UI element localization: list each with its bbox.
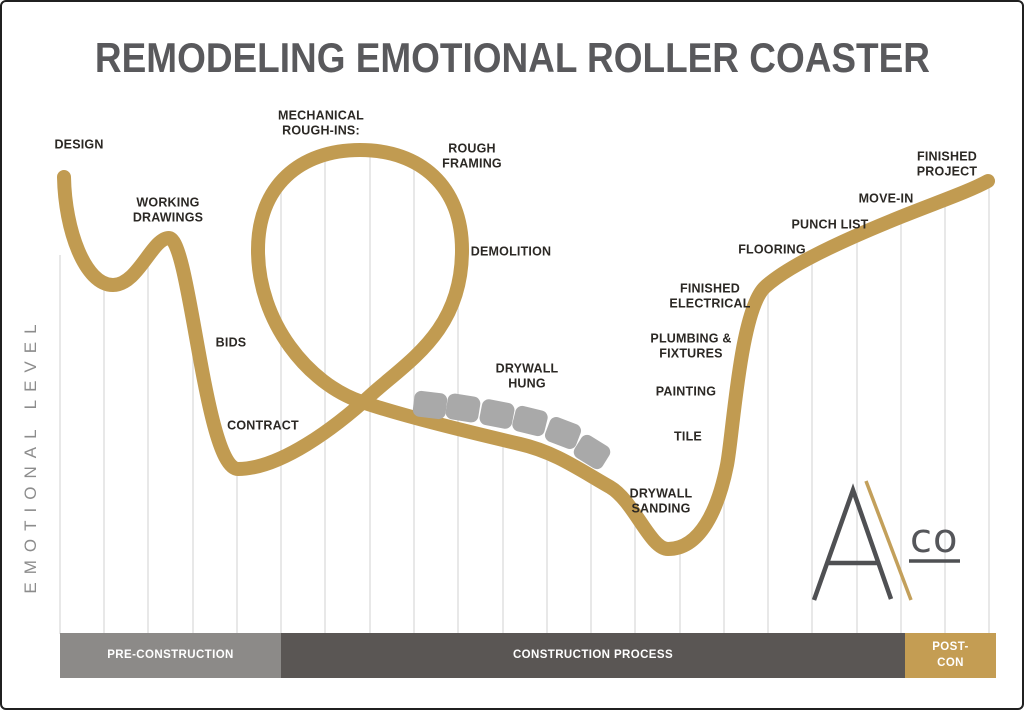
phase-pre-construction-label: PRE-CONSTRUCTION — [107, 648, 234, 661]
phase-pre-construction: PRE-CONSTRUCTION — [60, 633, 281, 678]
stage-drywall-hung: DRYWALL HUNG — [495, 361, 559, 390]
coaster-car — [512, 405, 548, 437]
coaster-cars — [412, 390, 611, 470]
rollercoaster-track — [57, 142, 995, 557]
stage-finished-electrical: FINISHED ELECTRICAL — [669, 281, 751, 310]
coaster-car — [544, 416, 582, 450]
stage-drywall-sanding: DRYWALL SANDING — [629, 486, 693, 515]
phase-construction-process: CONSTRUCTION PROCESS — [281, 633, 905, 678]
page-title-text: REMODELING EMOTIONAL ROLLER COASTER — [94, 34, 930, 81]
stage-bids: BIDS — [215, 335, 247, 350]
stage-move-in: MOVE-IN — [858, 191, 914, 206]
stage-demolition: DEMOLITION — [470, 244, 552, 259]
stage-finished-project: FINISHED PROJECT — [916, 149, 978, 178]
stage-painting: PAINTING — [655, 384, 717, 399]
stage-contract: CONTRACT — [227, 418, 299, 433]
logo: co — [811, 480, 960, 601]
coaster-car — [445, 393, 481, 423]
phase-post-construction-label: POST- CON — [932, 640, 969, 669]
y-axis-label: EMOTIONAL LEVEL — [21, 316, 40, 594]
stage-mechanical-rough-ins: MECHANICAL ROUGH-INS: — [277, 108, 365, 137]
stage-tile: TILE — [674, 429, 702, 444]
phase-post-construction: POST- CON — [905, 633, 996, 678]
stage-design: DESIGN — [54, 137, 104, 152]
logo-suffix: co — [910, 516, 958, 562]
logo-letter-a — [811, 483, 894, 601]
logo-slash — [864, 480, 913, 601]
stage-punch-list: PUNCH LIST — [791, 217, 869, 232]
stage-working-drawings: WORKING DRAWINGS — [132, 195, 204, 224]
coaster-car — [412, 390, 448, 420]
coaster-car — [479, 399, 515, 429]
stage-plumbing-fixtures: PLUMBING & FIXTURES — [650, 331, 732, 360]
page-title: REMODELING EMOTIONAL ROLLER COASTER — [0, 34, 1024, 82]
stage-rough-framing: ROUGH FRAMING — [442, 141, 502, 170]
phase-construction-process-label: CONSTRUCTION PROCESS — [512, 648, 674, 661]
support-posts — [59, 151, 990, 634]
coaster-car — [573, 434, 611, 470]
stage-flooring: FLOORING — [738, 242, 806, 257]
